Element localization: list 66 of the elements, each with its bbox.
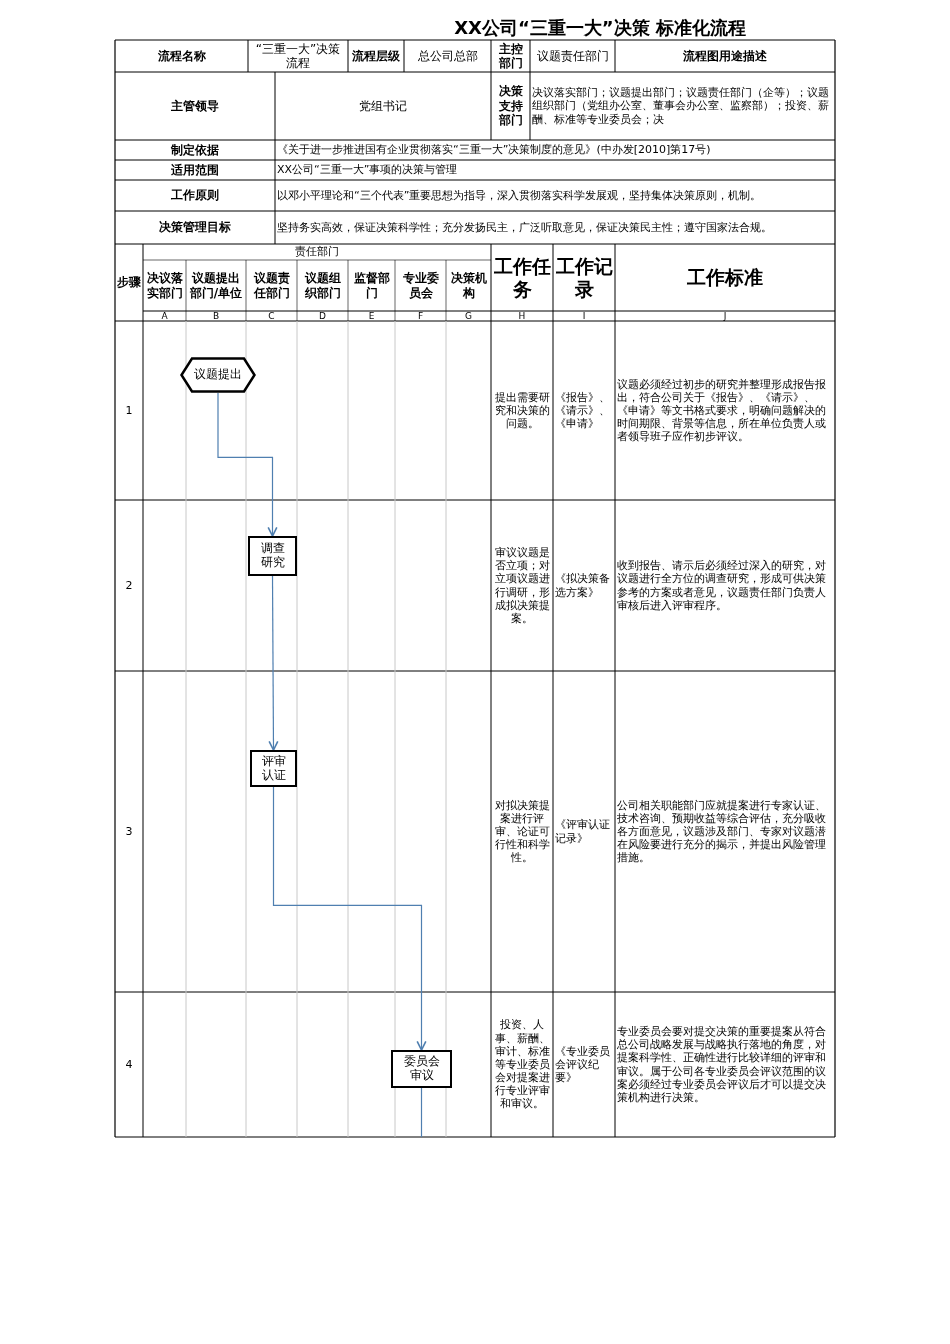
record-text: 《专业委员会评议纪要》 xyxy=(555,1044,611,1085)
field-label: 流程图用途描述 xyxy=(683,48,767,64)
field-value: 决议落实部门；议题提出部门；议题责任部门（企等）；议题组织部门（党组办公室、董事会办公室、监察部）；投资、薪酬、标准等专业委员会；决 xyxy=(532,86,830,126)
column-group-header: 责任部门 xyxy=(295,245,339,259)
field-label: 决策支持部门 xyxy=(497,84,524,128)
column-header: 工作记录 xyxy=(555,254,613,301)
lane-header: 议题责任部门 xyxy=(252,271,291,300)
arrow xyxy=(217,392,278,537)
column-letter: I xyxy=(582,310,586,322)
process-box: 委员会审议 xyxy=(391,1050,452,1088)
step-number: 1 xyxy=(125,403,133,418)
connector-line xyxy=(420,1087,423,1138)
field-value: 党组书记 xyxy=(359,98,407,114)
column-letter: G xyxy=(465,310,472,322)
record-text: 《报告》、《请示》、《申请》 xyxy=(555,390,611,431)
field-label: 主管领导 xyxy=(171,98,219,114)
column-letter: F xyxy=(417,310,424,322)
column-header: 工作标准 xyxy=(687,266,763,289)
column-letter: H xyxy=(518,310,526,322)
column-letter: E xyxy=(368,310,375,322)
standard-text: 专业委员会要对提交决策的重要提案从符合总公司战略发展与战略执行落地的角度，对提案科学性、正确性进行比较详细的评审和审议。属于公司各专业委员会评议范围的议案必须经过专业委员会评议后才可以提交决策机构进行决策。 xyxy=(617,1024,827,1105)
record-text: 《拟决策备选方案》 xyxy=(555,572,611,599)
task-text: 审议议题是否立项；对立项议题进行调研，形成拟决策提案。 xyxy=(493,545,551,626)
step-number: 4 xyxy=(125,1057,133,1072)
column-letter: B xyxy=(212,310,220,322)
field-label: 制定依据 xyxy=(171,142,219,158)
arrow xyxy=(268,575,279,751)
column-letter: A xyxy=(161,310,168,322)
lane-header: 议题组织部门 xyxy=(303,271,342,300)
process-box: 调查研究 xyxy=(248,536,297,576)
field-value: XX公司“三重一大”事项的决策与管理 xyxy=(277,163,458,177)
column-letter: J xyxy=(723,310,727,322)
column-letter: C xyxy=(268,310,275,322)
standard-text: 议题必须经过初步的研究并整理形成报告报出，符合公司关于《报告》、《请示》、《申请》等文书格式要求，明确问题解决的时间期限、背景等信息，所在单位负责人或者领导班子应作初步评议。 xyxy=(617,377,827,444)
lane-header: 决议落实部门 xyxy=(145,271,184,300)
field-label: 工作原则 xyxy=(171,188,219,203)
record-text: 《评审认证记录》 xyxy=(555,818,611,845)
field-value: 《关于进一步推进国有企业贯彻落实“三重一大”决策制度的意见》(中办发[2010]第17号) xyxy=(277,143,711,157)
field-value: 以邓小平理论和“三个代表”重要思想为指导，深入贯彻落实科学发展观，坚持集体决策原则，机制。 xyxy=(277,188,762,203)
standard-text: 公司相关职能部门应就提案进行专家认证、技术咨询、预期收益等综合评估，充分吸收各方面意见，议题涉及部门、专家对议题潜在风险要进行充分的揭示，并提出风险管理措施。 xyxy=(617,798,827,865)
lane-header: 决策机构 xyxy=(449,271,488,300)
start-hexagon: 议题提出 xyxy=(180,357,256,393)
process-box: 评审认证 xyxy=(250,750,297,787)
lane-header: 议题提出部门/单位 xyxy=(188,271,244,300)
task-text: 提出需要研究和决策的问题。 xyxy=(493,390,551,431)
column-header: 步骤 xyxy=(117,275,141,290)
field-value: 坚持务实高效，保证决策科学性；充分发扬民主，广泛听取意见，保证决策民主性；遵守国家法合规。 xyxy=(277,220,772,235)
step-number: 3 xyxy=(125,824,133,839)
field-label: 流程层级 xyxy=(352,48,400,64)
field-value: “三重一大”决策流程 xyxy=(254,41,342,71)
field-label: 主控部门 xyxy=(497,41,524,71)
column-header: 工作任务 xyxy=(493,254,551,301)
lane-header: 监督部门 xyxy=(352,271,391,300)
lane-header: 专业委员会 xyxy=(401,271,440,300)
task-text: 投资、人事、薪酬、审计、标准等专业委员会对提案进行专业评审和审议。 xyxy=(493,1018,551,1111)
field-value: 议题责任部门 xyxy=(536,48,609,64)
field-value: 总公司总部 xyxy=(417,48,478,64)
field-label: 决策管理目标 xyxy=(159,220,231,235)
step-number: 2 xyxy=(125,578,133,593)
standard-text: 收到报告、请示后必须经过深入的研究，对议题进行全方位的调查研究，形成可供决策参考的方案或者意见，议题责任部门负责人审核后进入评审程序。 xyxy=(617,559,827,612)
arrow xyxy=(272,786,427,1051)
page-title: XX公司“三重一大”决策 标准化流程 xyxy=(453,16,747,40)
field-label: 适用范围 xyxy=(171,162,219,178)
task-text: 对拟决策提案进行评审、论证可行性和科学性。 xyxy=(493,798,551,865)
column-letter: D xyxy=(319,310,326,322)
field-label: 流程名称 xyxy=(157,48,206,64)
